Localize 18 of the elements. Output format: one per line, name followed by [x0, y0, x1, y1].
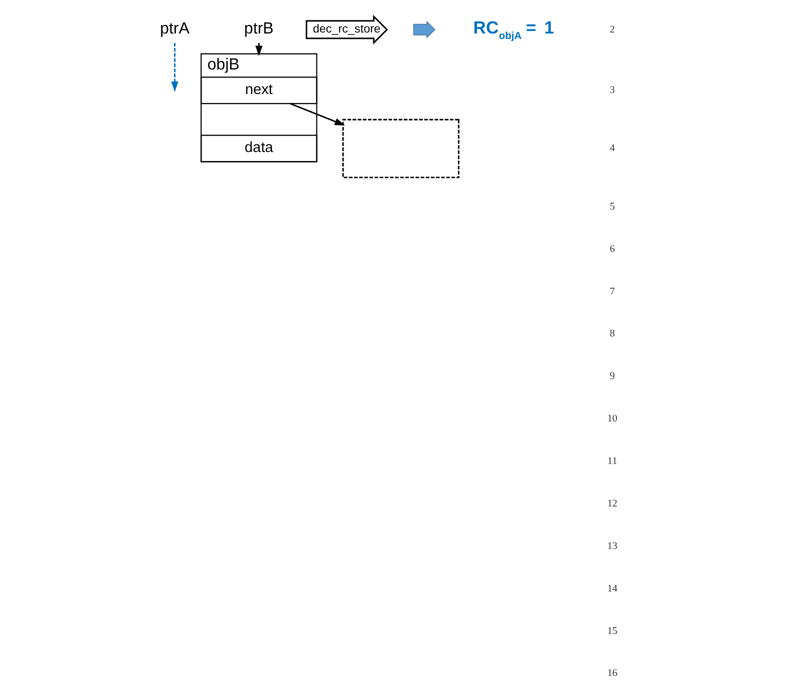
node-text: ptrA	[160, 20, 190, 38]
label: 8	[610, 328, 615, 340]
label: 6	[610, 244, 615, 255]
label: 10	[607, 414, 618, 425]
label: 3	[610, 85, 615, 96]
label: 2	[610, 24, 615, 36]
node-text: ptrB	[244, 20, 274, 38]
label: 11	[607, 456, 618, 468]
label: 13	[607, 540, 618, 552]
label: 9	[610, 371, 615, 382]
label: 16	[607, 668, 618, 680]
label: RC$_{objA}$ = 1	[473, 17, 554, 42]
label: 5	[610, 201, 615, 212]
label: 7	[610, 286, 615, 298]
label: 4	[610, 143, 615, 154]
label: 14	[607, 583, 618, 594]
label: 15	[607, 626, 618, 637]
label: 12	[607, 498, 618, 510]
